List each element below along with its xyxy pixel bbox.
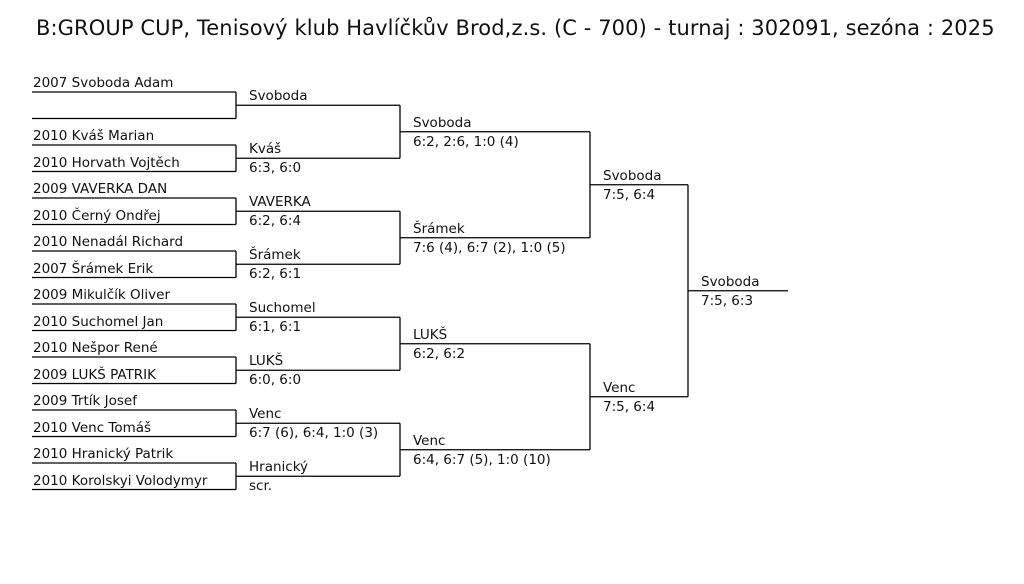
match-winner: Svoboda [413,114,472,131]
match-winner: Venc [603,379,636,396]
player-name: 2007 Šrámek Erik [33,260,154,277]
match-score: 6:2, 6:4 [249,213,302,230]
match-winner: Šrámek [413,220,465,237]
player-name: 2010 Nešpor René [33,340,158,356]
match-winner: Šrámek [249,247,301,264]
match-winner: LUKŠ [413,326,448,343]
player-name: 2009 LUKŠ PATRIK [33,366,157,383]
match-winner: VAVERKA [249,194,311,211]
player-name: 2009 Mikulčík Oliver [33,287,171,303]
match-winner: Kváš [249,141,282,158]
player-name: 2010 Horvath Vojtěch [33,154,180,171]
match-winner: Svoboda [701,273,760,290]
match-winner: Svoboda [603,167,662,184]
player-name: 2010 Hranický Patrik [33,446,174,462]
player-name: 2010 Venc Tomáš [33,419,152,436]
match-score: 6:1, 6:1 [249,319,302,336]
match-winner: Hranický [249,459,309,476]
match-score: scr. [249,478,273,495]
match-score: 6:7 (6), 6:4, 1:0 (3) [249,425,379,442]
player-name: 2010 Černý Ondřej [33,207,161,224]
match-score: 7:5, 6:4 [603,186,656,203]
player-name: 2009 VAVERKA DAN [33,181,168,197]
match-score: 6:2, 6:2 [413,345,466,362]
player-name: 2010 Suchomel Jan [33,313,164,330]
player-name: 2010 Kváš Marian [33,128,155,144]
match-score: 6:3, 6:0 [249,160,302,177]
match-winner: Suchomel [249,300,316,317]
match-score: 7:5, 6:4 [603,398,656,415]
player-name: 2007 Svoboda Adam [33,75,174,91]
match-score: 6:4, 6:7 (5), 1:0 (10) [413,451,551,468]
match-score: 6:0, 6:0 [249,372,302,389]
match-score: 6:2, 2:6, 1:0 (4) [413,133,519,150]
match-score: 7:6 (4), 6:7 (2), 1:0 (5) [413,239,566,256]
player-name: 2010 Nenadál Richard [33,234,184,250]
match-winner: Venc [413,432,446,449]
match-winner: LUKŠ [249,353,284,370]
match-winner: Svoboda [249,88,308,105]
match-winner: Venc [249,406,282,423]
tournament-title: B:GROUP CUP, Tenisový klub Havlíčkův Bro… [36,16,995,40]
player-name: 2009 Trtík Josef [33,393,137,409]
player-name: 2010 Korolskyi Volodymyr [33,472,208,489]
match-score: 7:5, 6:3 [701,292,754,309]
match-score: 6:2, 6:1 [249,266,302,283]
